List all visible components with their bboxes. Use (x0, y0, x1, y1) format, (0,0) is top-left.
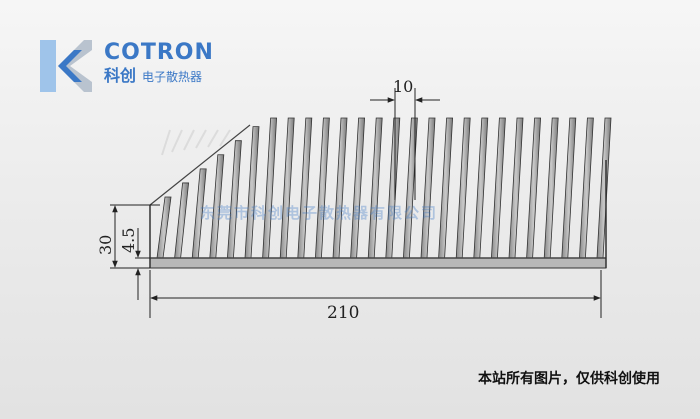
fin (420, 117, 436, 259)
fin (314, 117, 330, 259)
watermark-text: 东莞市科创电子散热器有限公司 (200, 204, 438, 222)
fin (596, 117, 612, 259)
fin (543, 117, 559, 259)
brand-logo (40, 40, 240, 92)
cotron-k-logo-icon (40, 40, 92, 92)
fin (350, 117, 366, 259)
fin (473, 117, 489, 259)
heatsink-base (149, 257, 607, 269)
fin (174, 182, 190, 259)
base-thickness-label: 4.5 (119, 228, 138, 253)
fin (244, 126, 260, 259)
fin (508, 117, 524, 259)
fin (578, 117, 594, 259)
left-slope-edge (149, 124, 251, 206)
brand-name-en: COTRON (104, 40, 214, 65)
dimension-base-thickness: 4.5 (119, 228, 150, 300)
total-width-label: 210 (327, 303, 359, 323)
fin (561, 117, 577, 259)
brand-name-cn: 科创 (104, 66, 137, 85)
fin (455, 117, 471, 259)
fin (438, 117, 454, 259)
usage-notice: 本站所有图片，仅供科创使用 (478, 371, 660, 387)
dimension-total-height: 30 (96, 204, 160, 269)
fin (156, 196, 172, 259)
fin (262, 117, 278, 259)
fin (367, 117, 383, 259)
faded-background-fins (161, 129, 231, 156)
fin (332, 117, 348, 259)
fin (385, 117, 401, 259)
fin (297, 117, 313, 259)
fin (490, 117, 506, 259)
total-height-label: 30 (96, 235, 115, 255)
fin-pitch-label: 10 (393, 77, 413, 96)
brand-tagline: 电子散热器 (142, 70, 203, 84)
dimension-total-width: 210 (149, 270, 602, 323)
fin (279, 117, 295, 259)
dimension-fin-pitch: 10 (370, 77, 440, 200)
fin (526, 117, 542, 259)
fin (226, 140, 242, 259)
